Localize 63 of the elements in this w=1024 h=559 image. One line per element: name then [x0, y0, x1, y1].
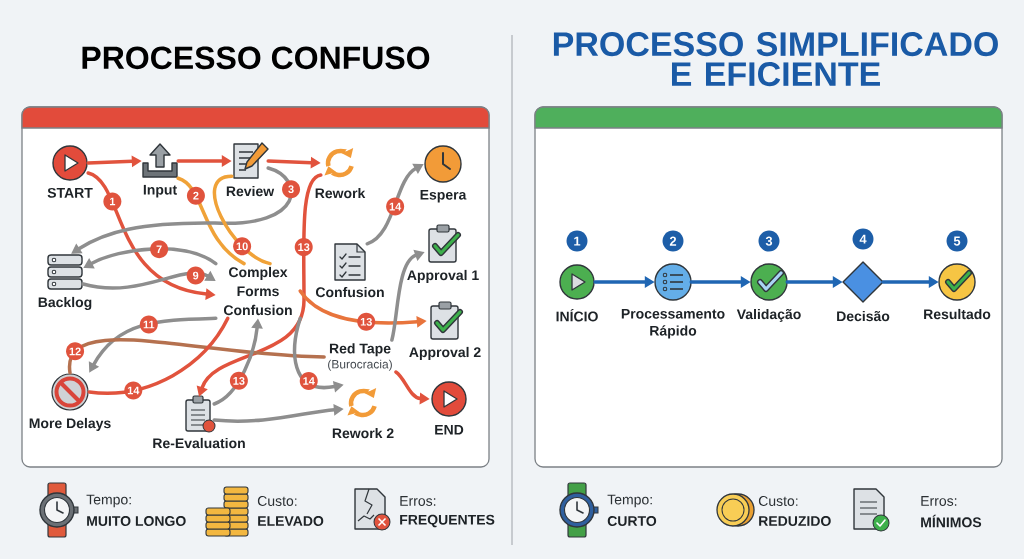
- callout-number: 12: [66, 342, 85, 361]
- callout-number: 2: [186, 186, 205, 205]
- step-label: 2 Processamento Rápido: [621, 230, 725, 339]
- node-label: Decisão: [837, 310, 890, 322]
- node-label: INÍCIO: [556, 308, 598, 322]
- metric-value: MUITO LONGO: [87, 516, 186, 526]
- node-label: 4: [859, 234, 867, 244]
- node-label: PROCESSO SIMPLIFICADO E EFICIENTE: [553, 32, 998, 87]
- callout-number: 11: [139, 315, 158, 334]
- metric-label: Erros:: [921, 496, 957, 506]
- metric-value: FREQUENTES: [400, 514, 495, 528]
- callout-number: 10: [233, 237, 252, 256]
- step-label: Review: [226, 185, 275, 197]
- step-label: Rework: [315, 187, 366, 199]
- metric-label: Tempo:: [86, 494, 131, 508]
- arrow: [71, 166, 293, 254]
- node-label: 2: [669, 236, 677, 246]
- callout-number: 9: [186, 266, 205, 285]
- callout-number: 14: [299, 371, 318, 390]
- node-label: 3: [765, 236, 773, 246]
- step-label: Rework 2: [332, 427, 394, 439]
- step-label: START: [47, 187, 93, 198]
- step-label: END: [435, 424, 464, 435]
- node-label: Validação: [736, 308, 801, 322]
- metric-label: Erros:: [400, 496, 436, 506]
- node-label: PROCESSO CONFUSO: [82, 46, 430, 70]
- callout-number: 7: [150, 240, 169, 259]
- step-label: Confusion: [316, 286, 384, 298]
- callout-number: 13: [357, 312, 376, 331]
- metric-label: Custo:: [758, 496, 798, 506]
- step-label: 3 Validação: [736, 230, 801, 322]
- step-label: 5 Resultado: [924, 230, 991, 320]
- node-label: Resultado: [924, 308, 991, 320]
- step-label: Red Tape (Burocracia): [328, 343, 392, 371]
- callout-number: 3: [282, 180, 301, 199]
- metric-value: CURTO: [607, 516, 657, 526]
- step-label: Backlog: [38, 296, 92, 310]
- node-label: 5: [953, 236, 961, 246]
- step-label: Re-Evaluation: [153, 437, 245, 449]
- metric-value: REDUZIDO: [759, 516, 831, 526]
- metric-value: MÍNIMOS: [921, 514, 982, 528]
- connector-line: [212, 174, 272, 266]
- connector-line: [68, 338, 326, 375]
- step-label: Complex Forms Confusion: [224, 266, 292, 316]
- step-label: 4 Decisão: [837, 228, 890, 322]
- callout-number: 1: [103, 192, 122, 211]
- step-label: Espera: [420, 189, 467, 203]
- metric-value: ELEVADO: [258, 516, 324, 526]
- step-label: 1 INÍCIO: [556, 230, 598, 322]
- connector-line: [87, 316, 230, 395]
- connector-line: [176, 176, 246, 266]
- node-label: 1: [574, 236, 581, 246]
- node-label: Processamento Rápido: [621, 308, 725, 339]
- callout-number: 14: [124, 381, 143, 400]
- callout-number: 14: [386, 197, 405, 216]
- step-label: Input: [143, 184, 177, 198]
- callout-number: 13: [294, 238, 313, 257]
- callout-number: 13: [229, 371, 248, 390]
- metric-label: Tempo:: [607, 494, 652, 508]
- step-label: More Delays: [29, 417, 111, 431]
- step-label: Approval 1: [407, 269, 479, 283]
- metric-label: Custo:: [257, 496, 297, 506]
- step-label: Approval 2: [409, 346, 481, 360]
